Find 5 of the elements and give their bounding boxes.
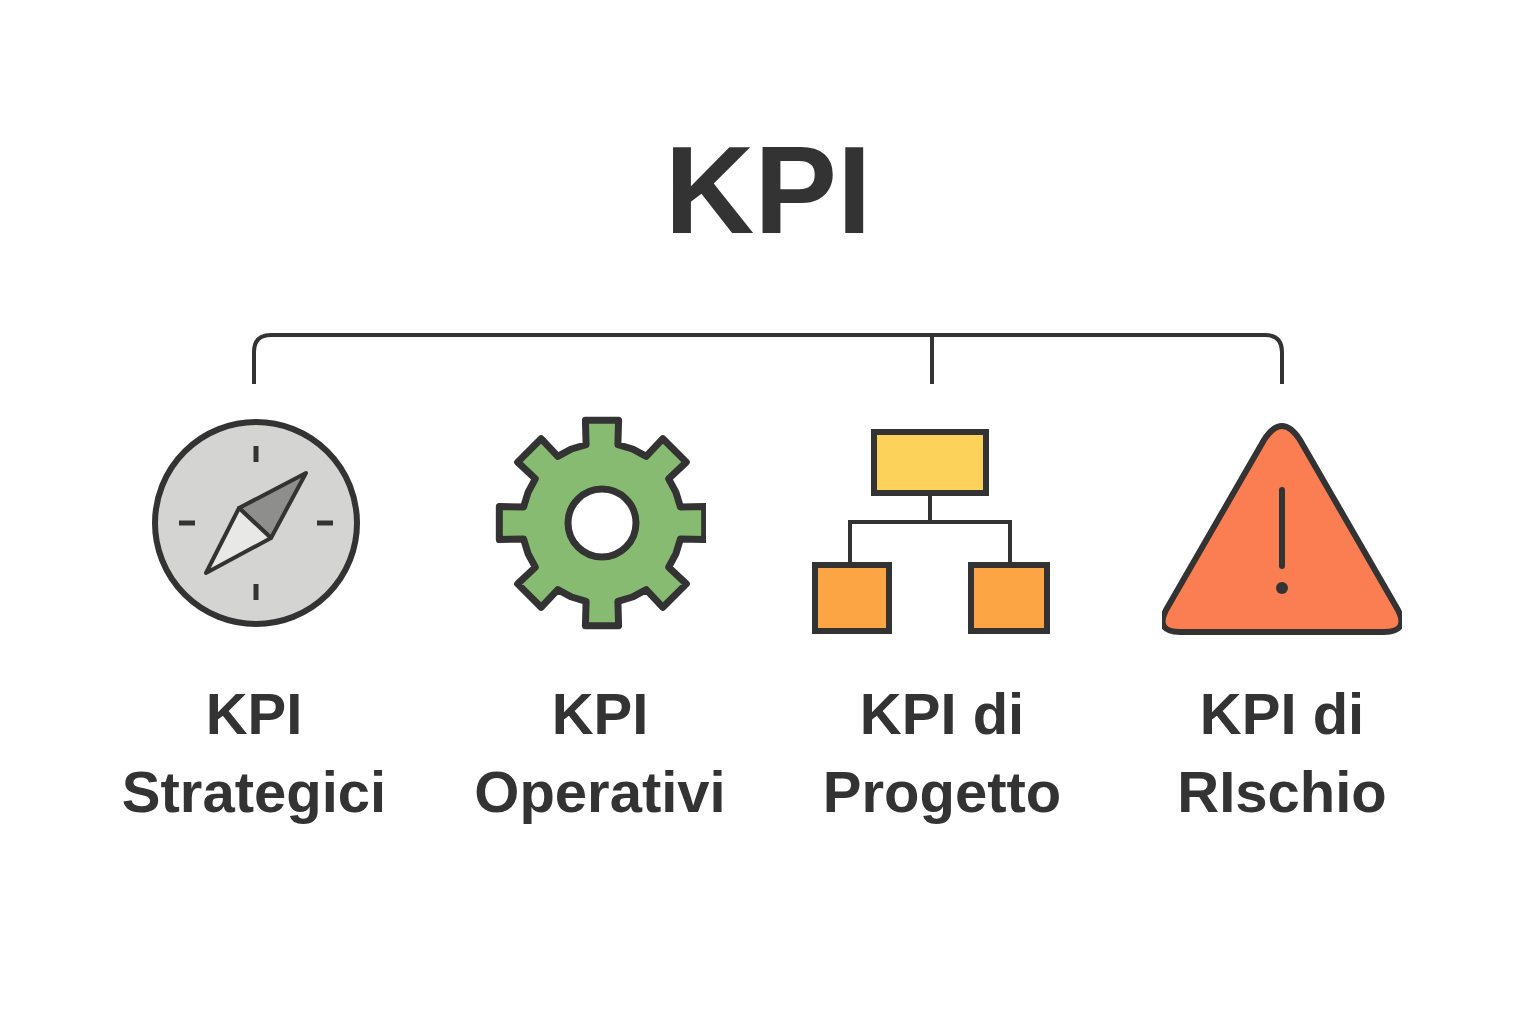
category-label: KPI Strategici xyxy=(120,680,388,826)
title: KPI xyxy=(663,120,873,260)
category-label: KPI di RIschio xyxy=(1176,680,1388,826)
category-label: KPI di Progetto xyxy=(821,680,1063,826)
category-label: KPI Operativi xyxy=(473,680,727,826)
